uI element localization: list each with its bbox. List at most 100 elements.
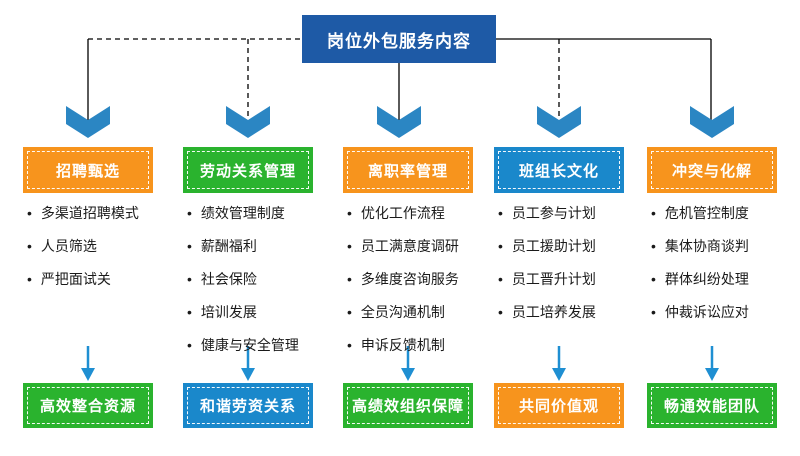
bullet-dot-icon: •: [187, 271, 192, 287]
list-item-label: 员工晋升计划: [511, 271, 596, 287]
bullet-dot-icon: •: [347, 238, 352, 254]
list-item-label: 员工培养发展: [511, 304, 596, 320]
outcome-box-high-performance-org: 高绩效组织保障: [343, 383, 473, 428]
bullet-dot-icon: •: [187, 304, 192, 320]
bullet-dot-icon: •: [651, 238, 656, 254]
list-item-label: 薪酬福利: [200, 238, 257, 254]
list-item-label: 严把面试关: [40, 271, 111, 287]
outcome-label: 畅通效能团队: [663, 398, 760, 415]
category-label: 冲突与化解: [671, 162, 752, 180]
list-item-label: 全员沟通机制: [360, 304, 445, 320]
bullet-list: •多渠道招聘模式•人员筛选•严把面试关: [27, 204, 139, 303]
list-item-label: 多维度咨询服务: [360, 271, 459, 287]
list-item-label: 人员筛选: [40, 238, 97, 254]
dashed-border-frame: 班组长文化: [498, 151, 620, 189]
outcome-label: 和谐劳资关系: [199, 398, 296, 415]
dashed-border-frame: 畅通效能团队: [651, 387, 773, 424]
list-item: • 群体纠纷处理: [651, 270, 749, 303]
list-item: • 员工援助计划: [498, 237, 596, 270]
dashed-border-frame: 共同价值观: [498, 387, 620, 424]
list-item: •员工晋升计划: [498, 270, 596, 303]
bullet-dot-icon: •: [187, 238, 192, 254]
bullet-dot-icon: •: [347, 337, 352, 353]
root-title: 岗位外包服务内容: [327, 31, 471, 51]
category-label: 劳动关系管理: [199, 162, 296, 180]
bullet-list: •员工参与计划•员工援助计划•员工晋升计划•员工培养发展: [498, 204, 596, 336]
outcome-label: 高效整合资源: [39, 398, 136, 415]
list-item-label: 员工援助计划: [511, 238, 596, 254]
bullet-dot-icon: •: [651, 304, 656, 320]
bullet-dot-icon: •: [187, 337, 192, 353]
bullet-dot-icon: •: [651, 271, 656, 287]
list-item-label: 员工参与计划: [511, 205, 596, 221]
list-item: • 员工培养发展: [498, 303, 596, 336]
list-item-label: 危机管控制度: [664, 205, 749, 221]
bullet-dot-icon: •: [651, 205, 656, 221]
list-item-label: 仲裁诉讼应对: [664, 304, 749, 320]
list-item: • 培训发展: [187, 303, 299, 336]
bullet-dot-icon: •: [498, 238, 503, 254]
list-item-label: 多渠道招聘模式: [40, 205, 139, 221]
outcome-box-harmonious-relations: 和谐劳资关系: [183, 383, 313, 428]
outcome-label: 共同价值观: [518, 398, 599, 415]
list-item: • 员工满意度调研: [347, 237, 459, 270]
category-label: 招聘甄选: [55, 162, 120, 180]
bullet-dot-icon: •: [187, 205, 192, 221]
bullet-list: •优化工作流程•员工满意度调研•多维度咨询服务•全员沟通机制•申诉反馈机制: [347, 204, 459, 369]
list-item-label: 群体纠纷处理: [664, 271, 749, 287]
column-team-leader-culture: 班组长文化 •员工参与计划•员工援助计划•员工晋升计划•员工培养发展 共同价值观: [494, 0, 624, 456]
dashed-border-frame: 高效整合资源: [27, 387, 149, 424]
list-item-label: 培训发展: [200, 304, 257, 320]
dashed-border-frame: 劳动关系管理: [187, 151, 309, 189]
category-box-team-leader-culture: 班组长文化: [494, 147, 624, 193]
list-item: • 健康与安全管理: [187, 336, 299, 369]
list-item: • 人员筛选: [27, 237, 139, 270]
bullet-dot-icon: •: [347, 205, 352, 221]
list-item: • 多维度咨询服务: [347, 270, 459, 303]
category-box-conflict-resolution: 冲突与化解: [647, 147, 777, 193]
list-item: • 危机管控制度: [651, 204, 749, 237]
column-turnover-management: 离职率管理 •优化工作流程•员工满意度调研•多维度咨询服务•全员沟通机制•申诉反…: [343, 0, 473, 456]
list-item-label: 员工满意度调研: [360, 238, 459, 254]
list-item-label: 健康与安全管理: [200, 337, 299, 353]
outcome-box-resource-integration: 高效整合资源: [23, 383, 153, 428]
column-recruitment-selection: 招聘甄选 •多渠道招聘模式•人员筛选•严把面试关 高效整合资源: [23, 0, 153, 456]
list-item-label: 申诉反馈机制: [360, 337, 445, 353]
list-item: •员工参与计划: [498, 204, 596, 237]
bullet-dot-icon: •: [347, 304, 352, 320]
list-item: • 仲裁诉讼应对: [651, 303, 749, 336]
category-box-labor-relations: 劳动关系管理: [183, 147, 313, 193]
dashed-border-frame: 离职率管理: [347, 151, 469, 189]
bullet-dot-icon: •: [347, 271, 352, 287]
bullet-list: • 危机管控制度 • 集体协商谈判 • 群体纠纷处理 • 仲裁诉讼应对: [651, 204, 749, 336]
bullet-dot-icon: •: [498, 304, 503, 320]
list-item-label: 集体协商谈判: [664, 238, 749, 254]
list-item: • 全员沟通机制: [347, 303, 459, 336]
category-box-turnover-management: 离职率管理: [343, 147, 473, 193]
list-item: • 申诉反馈机制: [347, 336, 459, 369]
list-item: • 集体协商谈判: [651, 237, 749, 270]
list-item-label: 绩效管理制度: [200, 205, 285, 221]
dashed-border-frame: 高绩效组织保障: [347, 387, 469, 424]
list-item-label: 社会保险: [200, 271, 257, 287]
root-box: 岗位外包服务内容: [302, 15, 496, 63]
outcome-box-shared-values: 共同价值观: [494, 383, 624, 428]
list-item: • 薪酬福利: [187, 237, 299, 270]
column-labor-relations: 劳动关系管理 • 绩效管理制度 • 薪酬福利 • 社会保险 • 培训发展 • 健康与安全管理 和谐…: [183, 0, 313, 456]
bullet-dot-icon: •: [27, 205, 32, 221]
category-box-recruitment-selection: 招聘甄选: [23, 147, 153, 193]
category-label: 离职率管理: [367, 162, 448, 180]
outcome-label: 高绩效组织保障: [351, 398, 464, 415]
bullet-dot-icon: •: [27, 238, 32, 254]
dashed-border-frame: 和谐劳资关系: [187, 387, 309, 424]
category-label: 班组长文化: [518, 162, 599, 180]
column-conflict-resolution: 冲突与化解 • 危机管控制度 • 集体协商谈判 • 群体纠纷处理 • 仲裁诉讼应对 畅通效能团…: [647, 0, 777, 456]
outcome-box-effective-team: 畅通效能团队: [647, 383, 777, 428]
dashed-border-frame: 冲突与化解: [651, 151, 773, 189]
list-item: •优化工作流程: [347, 204, 459, 237]
list-item: • 绩效管理制度: [187, 204, 299, 237]
dashed-border-frame: 招聘甄选: [27, 151, 149, 189]
bullet-list: • 绩效管理制度 • 薪酬福利 • 社会保险 • 培训发展 • 健康与安全管理: [187, 204, 299, 369]
list-item: • 多渠道招聘模式: [27, 204, 139, 237]
